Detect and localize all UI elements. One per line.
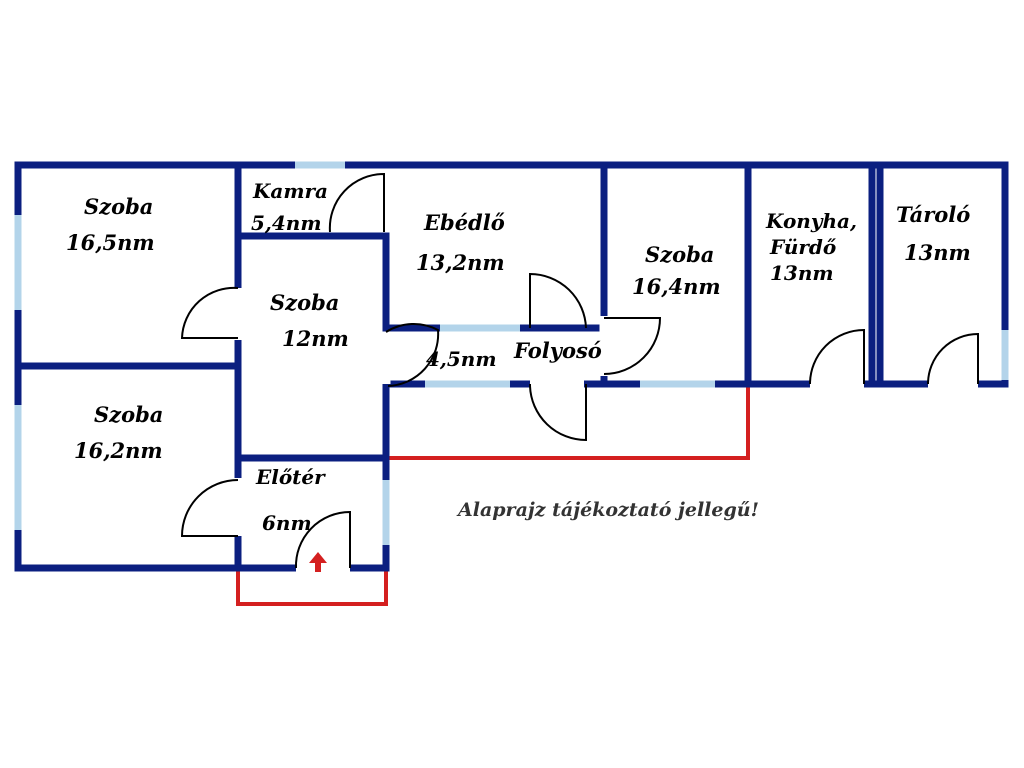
room-area-szoba-4: 16,2nm xyxy=(74,438,163,463)
door-gaps xyxy=(233,170,978,573)
room-area-kamra: 5,4nm xyxy=(251,211,322,235)
room-name-ebedlo: Ebédlő xyxy=(423,210,505,235)
room-area-konyha: 13nm xyxy=(770,261,834,285)
room-area-tarolo: 13nm xyxy=(904,240,971,265)
room-area-szoba-1: 16,5nm xyxy=(66,230,155,255)
entry-arrow-icon xyxy=(309,552,327,572)
room-name-tarolo: Tároló xyxy=(896,202,970,227)
room-area-szoba-3: 16,4nm xyxy=(632,274,721,299)
room-name-szoba-4: Szoba xyxy=(94,402,163,427)
red-outline xyxy=(236,384,750,606)
room-area-ebedlo: 13,2nm xyxy=(416,250,505,275)
room-area-szoba-2: 12nm xyxy=(282,326,349,351)
walls xyxy=(14,161,1009,572)
door-swings xyxy=(180,172,979,569)
room-labels: Szoba 16,5nm Kamra 5,4nm Ebédlő 13,2nm S… xyxy=(66,179,971,535)
room-name-folyoso: Folyosó xyxy=(513,338,602,363)
room-name-eloter: Előtér xyxy=(255,465,326,489)
room-name-szoba-2: Szoba xyxy=(270,290,339,315)
room-name-konyha: Konyha, xyxy=(765,209,857,233)
room-area-folyoso: 4,5nm xyxy=(426,347,497,371)
room-name-szoba-3: Szoba xyxy=(645,242,714,267)
room-name-szoba-1: Szoba xyxy=(84,194,153,219)
room-area-eloter: 6nm xyxy=(262,511,312,535)
room-name-kamra: Kamra xyxy=(252,179,328,203)
disclaimer-note: Alaprajz tájékoztató jellegű! xyxy=(456,499,759,521)
room-name2-konyha: Fürdő xyxy=(769,235,837,259)
windows xyxy=(14,161,1009,545)
